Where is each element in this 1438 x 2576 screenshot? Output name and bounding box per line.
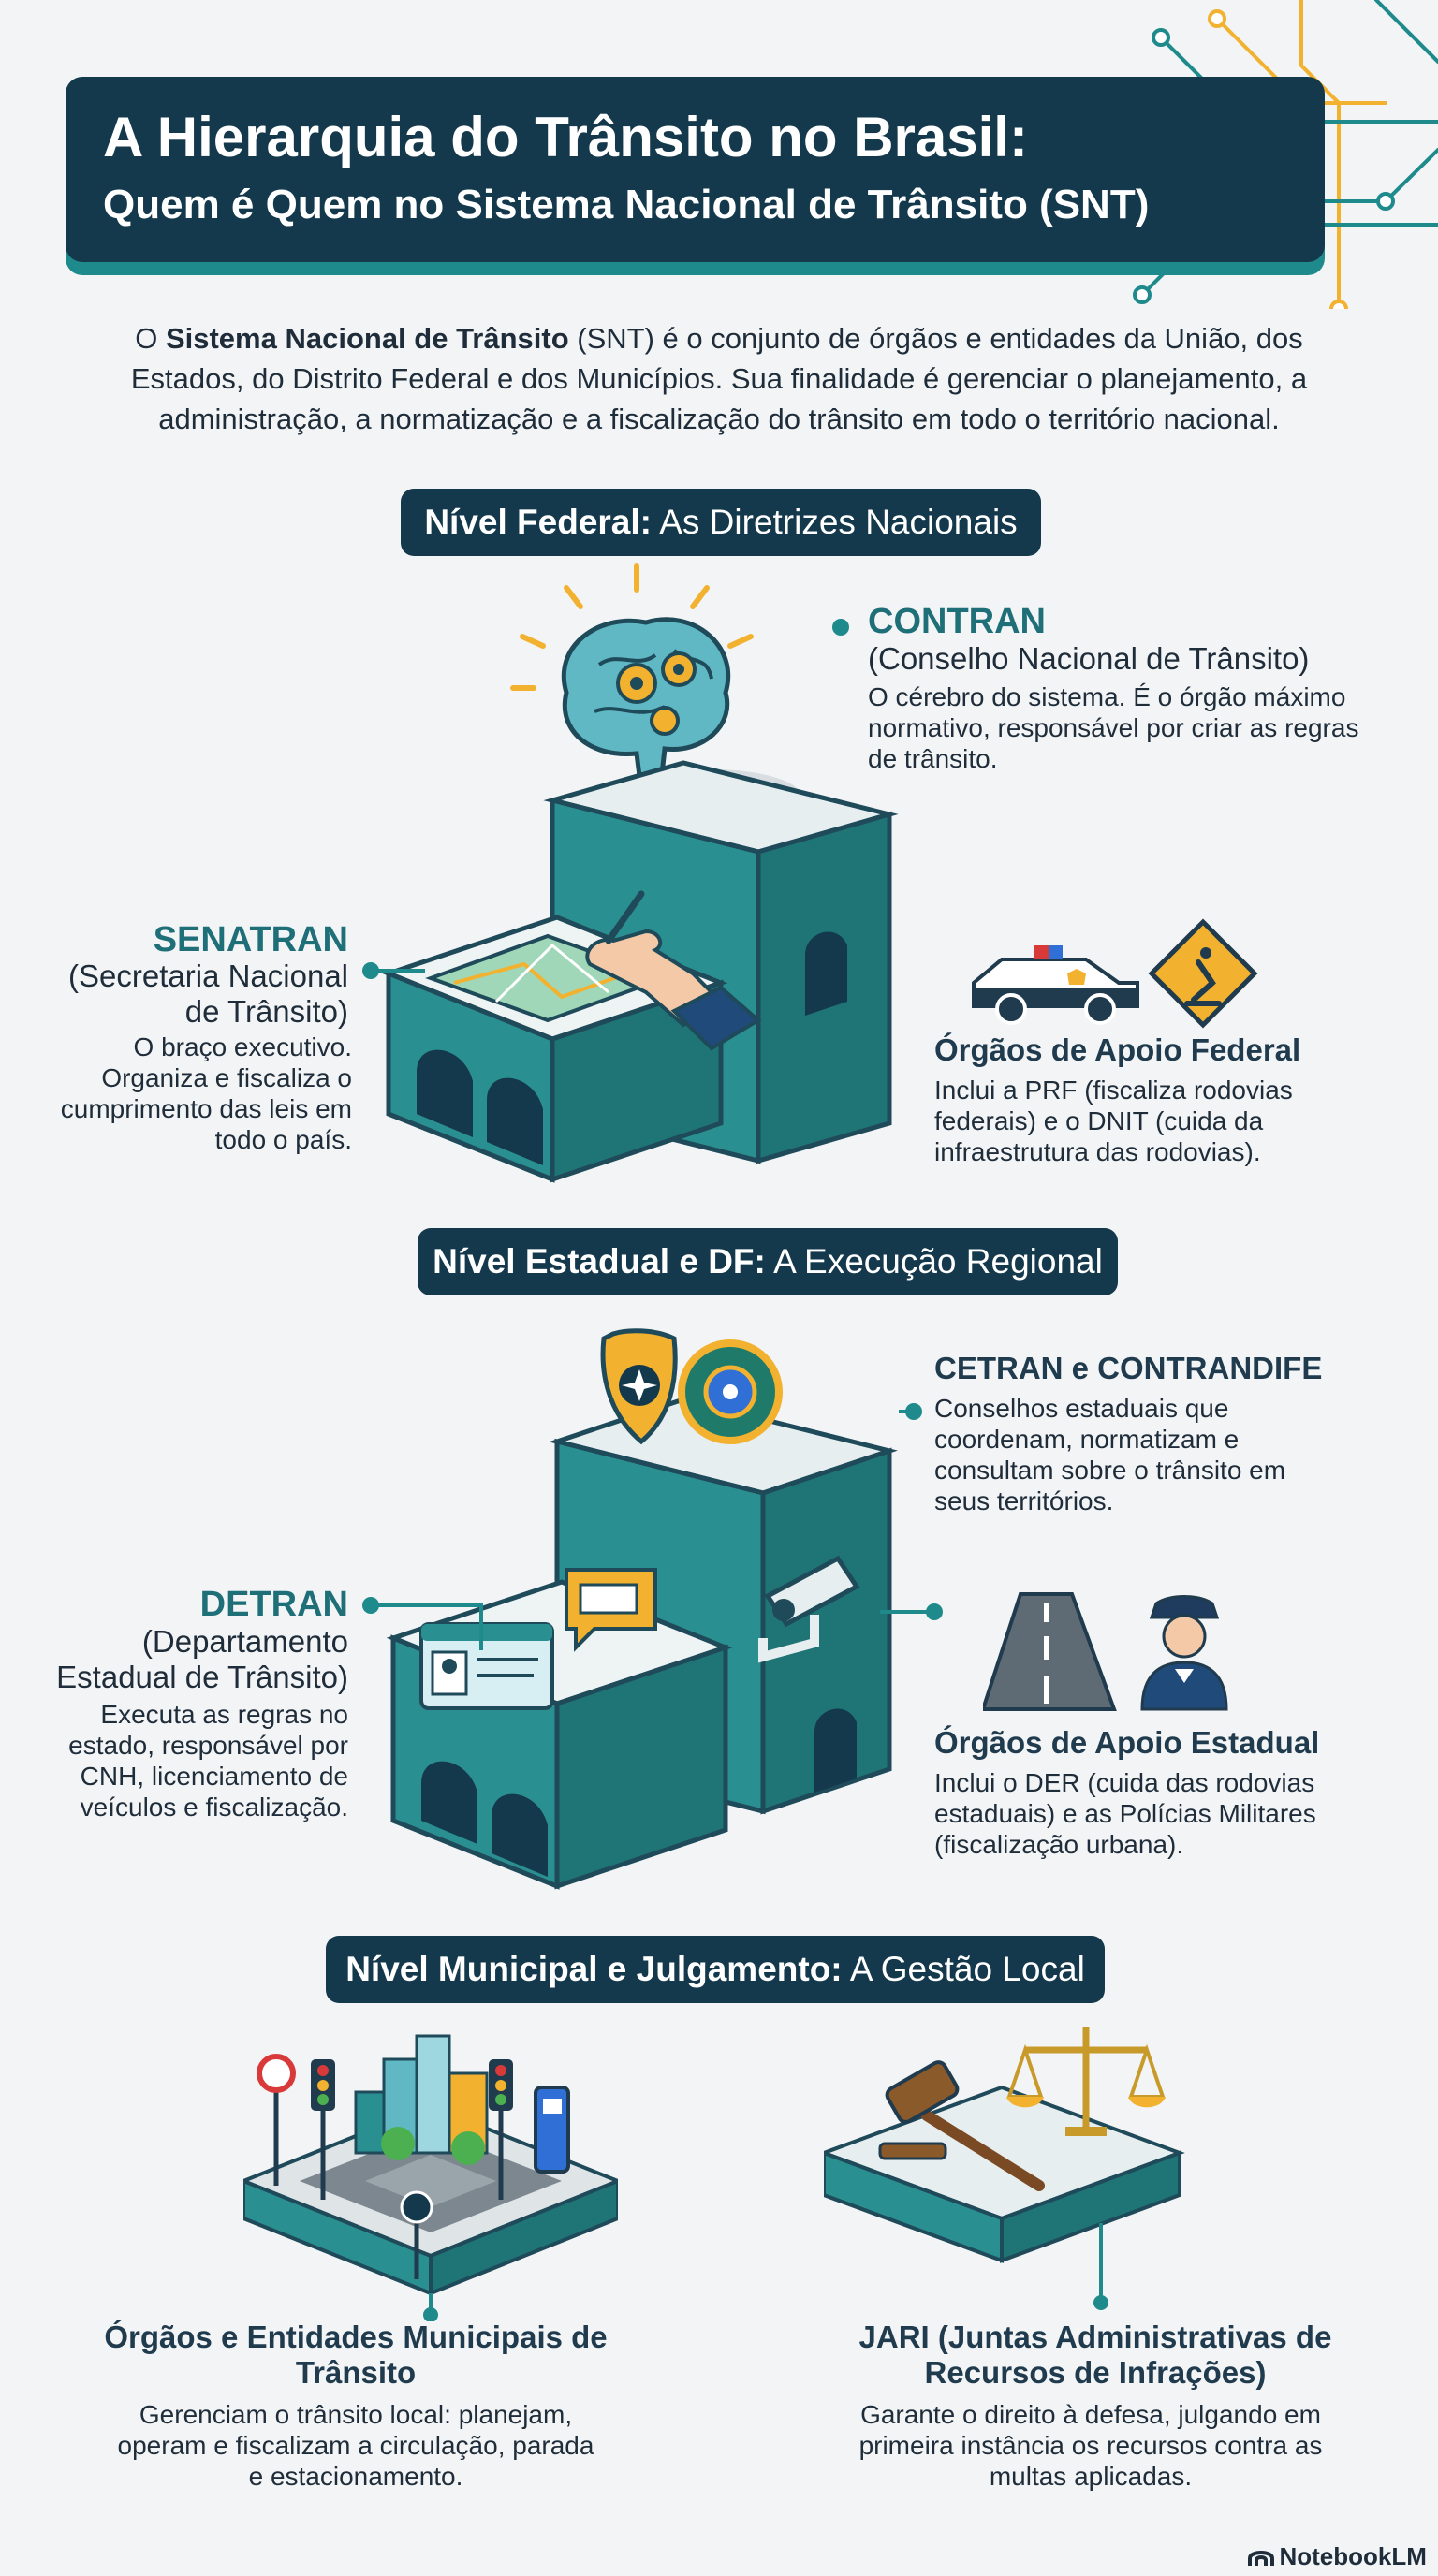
jari-description: Garante o direito à defesa, julgando em … (858, 2400, 1323, 2491)
municipal-organs-name: Órgãos e Entidades Municipais de Trânsit… (104, 2320, 608, 2390)
state-support-icons (983, 1592, 1228, 1711)
traffic-light-icon (311, 2059, 513, 2200)
notebooklm-brand: NotebookLM (1247, 2542, 1427, 2570)
contran-name: CONTRAN (868, 602, 1046, 641)
intro-text: (SNT) é o conjunto de órgãos e entidades… (130, 322, 1308, 435)
state-pill-bold: Nível Estadual e DF: (433, 1242, 766, 1281)
federal-pill-bold: Nível Federal: (424, 503, 652, 541)
federal-support-description: Inclui a PRF (fiscaliza rodovias federai… (934, 1076, 1293, 1166)
contran-full-name: (Conselho Nacional de Trânsito) (868, 641, 1310, 676)
hand-pen-icon (585, 890, 762, 1051)
senatran-name: SENATRAN (153, 920, 348, 959)
police-officer-icon (1140, 1595, 1228, 1711)
state-support-connector (880, 1603, 943, 1620)
detran-full-name: (Departamento Estadual de Trânsito) (56, 1624, 348, 1694)
intro-paragraph: O Sistema Nacional de Trânsito (SNT) é o… (75, 318, 1363, 439)
senatran-connector (362, 962, 425, 979)
intro-bold: Sistema Nacional de Trânsito (165, 322, 569, 355)
municipal-pill-rest: A Gestão Local (842, 1950, 1085, 1988)
gavel-icon (878, 2060, 1045, 2191)
parking-meter-icon (534, 2086, 570, 2174)
scales-of-justice-icon (1006, 2027, 1166, 2136)
cetran-name: CETRAN e CONTRANDIFE (934, 1351, 1323, 1385)
parking-sign-icon (400, 2190, 433, 2279)
notebooklm-label: NotebookLM (1279, 2542, 1427, 2570)
state-level-pill: Nível Estadual e DF: A Execução Regional (418, 1228, 1118, 1295)
page-title: A Hierarquia do Trânsito no Brasil: (103, 106, 1028, 168)
notebooklm-logo-icon (1248, 2550, 1274, 2566)
municipal-pill-bold: Nível Municipal e Julgamento: (345, 1950, 843, 1988)
senatran-description: O braço executivo. Organiza e fiscaliza … (60, 1032, 352, 1154)
federal-support-name: Órgãos de Apoio Federal (934, 1032, 1301, 1067)
intro-prefix: O (135, 322, 166, 355)
road-icon (983, 1592, 1117, 1711)
id-card-icon (419, 1622, 554, 1710)
court-illustration (824, 2027, 1185, 2310)
cetran-connector-dot (899, 1403, 922, 1420)
page-subtitle: Quem é Quem no Sistema Nacional de Trâns… (103, 182, 1150, 227)
police-car-icon (972, 945, 1139, 1025)
city-illustration (243, 2034, 618, 2321)
detran-name: DETRAN (199, 1585, 348, 1624)
federal-support-icons (972, 918, 1258, 1029)
speed-sign-icon (257, 2054, 296, 2186)
state-pill-rest: A Execução Regional (765, 1242, 1103, 1281)
state-support-description: Inclui o DER (cuida das rodovias estadua… (934, 1768, 1316, 1859)
federal-building-illustration (381, 564, 899, 1183)
document-bubble-icon (565, 1568, 657, 1652)
coat-of-arms-icon (678, 1339, 783, 1444)
senatran-full-name: (Secretaria Nacional de Trânsito) (68, 959, 348, 1029)
municipal-organs-description: Gerenciam o trânsito local: planejam, op… (117, 2400, 594, 2491)
contran-description: O cérebro do sistema. É o órgão máximo n… (868, 682, 1359, 773)
federal-pill-rest: As Diretrizes Nacionais (651, 503, 1018, 541)
federal-level-pill: Nível Federal: As Diretrizes Nacionais (401, 489, 1041, 556)
detran-connector (362, 1597, 483, 1650)
state-building-illustration (386, 1328, 898, 1890)
cetran-description: Conselhos estaduais que coordenam, norma… (934, 1394, 1286, 1515)
jari-name: JARI (Juntas Administrativas de Recursos… (858, 2320, 1332, 2390)
security-camera-icon (758, 1555, 860, 1663)
municipal-level-pill: Nível Municipal e Julgamento: A Gestão L… (326, 1936, 1105, 2003)
brain-icon (561, 617, 731, 794)
buildings-icon (354, 2034, 489, 2165)
state-support-name: Órgãos de Apoio Estadual (934, 1725, 1320, 1760)
road-work-sign-icon (1148, 918, 1258, 1029)
contran-connector-dot (832, 619, 849, 636)
detran-description: Executa as regras no estado, responsável… (68, 1700, 348, 1822)
title-banner: A Hierarquia do Trânsito no Brasil: Quem… (66, 77, 1325, 262)
police-badge-icon (600, 1328, 678, 1445)
